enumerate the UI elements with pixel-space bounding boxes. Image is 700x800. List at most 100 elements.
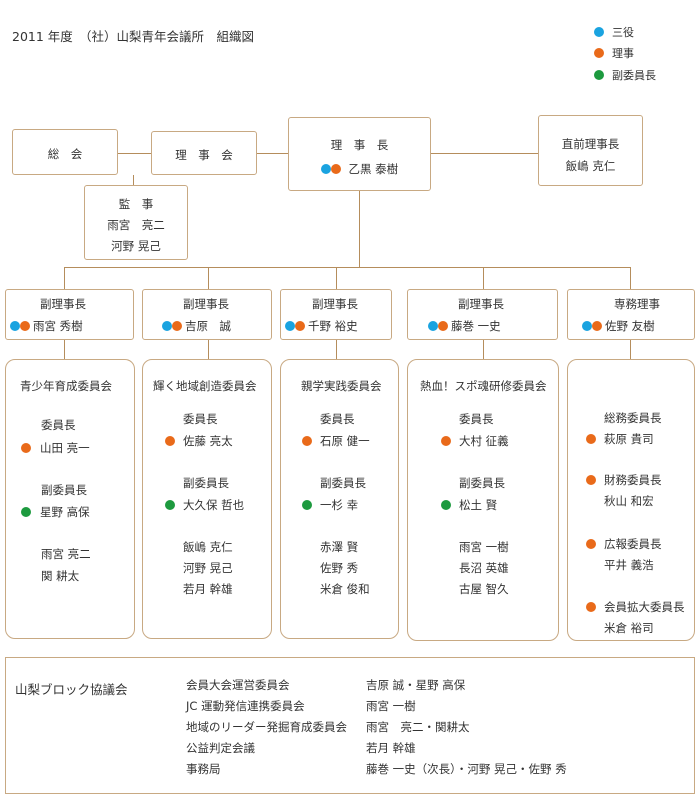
page-title: 2011 年度 （社）山梨青年会議所 組織図: [12, 29, 255, 44]
connector-line: [630, 340, 631, 359]
committee-member: 河野 晃己: [183, 561, 233, 575]
vice-label: 副委員長: [320, 476, 366, 490]
chair-name: 山田 亮一: [40, 441, 90, 455]
vp-row: 雨宮 秀樹: [10, 318, 83, 334]
committee-box: 輝く地域創造委員会 委員長 佐藤 亮太 副委員長 大久保 哲也 飯嶋 克仁 河野…: [142, 359, 272, 639]
legend-label: 理事: [612, 47, 634, 60]
vp-name: 藤巻 一史: [451, 319, 501, 333]
vp-name: 吉原 誠: [185, 319, 231, 333]
past-president-box: 直前理事長 飯嶋 克仁: [538, 115, 643, 186]
connector-line: [133, 175, 134, 185]
blue-dot-icon: [10, 321, 20, 331]
connector-line: [431, 153, 538, 154]
connector-line: [257, 153, 289, 154]
president-box: 理 事 長 乙黒 泰樹: [288, 117, 431, 191]
vp-title: 副理事長: [458, 297, 504, 311]
blue-dot-icon: [594, 27, 604, 37]
connector-line: [483, 267, 484, 289]
block-role: 公益判定会議: [186, 741, 255, 755]
president-row: 乙黒 泰樹: [289, 161, 430, 177]
block-council-box: 山梨ブロック協議会 会員大会運営委員会 吉原 誠・星野 高保 JC 運動発信連携…: [5, 657, 695, 794]
chair-name: 大村 征義: [459, 434, 509, 448]
legend-label: 三役: [612, 26, 634, 39]
block-role: JC 運動発信連携委員会: [186, 699, 305, 713]
chair-row: 石原 健一: [302, 433, 370, 449]
president-title: 理 事 長: [330, 138, 389, 152]
blue-dot-icon: [285, 321, 295, 331]
blue-dot-icon: [428, 321, 438, 331]
committee-member: 古屋 智久: [459, 582, 509, 596]
orange-dot-icon: [20, 321, 30, 331]
chair-label: 委員長: [459, 412, 494, 426]
vp-title: 副理事長: [40, 297, 86, 311]
committee-member: 雨宮 亮二: [41, 547, 91, 561]
secretariat-title: 会員拡大委員長: [604, 600, 685, 614]
orange-dot-icon: [165, 436, 175, 446]
committee-name: 親学実践委員会: [301, 379, 382, 393]
chair-name: 佐藤 亮太: [183, 434, 233, 448]
green-dot-icon: [165, 500, 175, 510]
vice-row: 松土 賢: [441, 497, 497, 513]
connector-line: [630, 267, 631, 289]
board-label: 理 事 会: [175, 148, 233, 162]
blue-dot-icon: [320, 164, 331, 174]
vice-row: 大久保 哲也: [165, 497, 244, 513]
green-dot-icon: [594, 70, 604, 80]
vp-box: 副理事長 雨宮 秀樹: [5, 289, 134, 340]
vp-row: 佐野 友樹: [582, 318, 655, 334]
blue-dot-icon: [162, 321, 172, 331]
vp-title: 副理事長: [183, 297, 229, 311]
legend-label: 副委員長: [612, 69, 656, 82]
chair-label: 委員長: [320, 412, 355, 426]
secretariat-name: 萩原 貴司: [604, 432, 654, 446]
chair-row: 山田 亮一: [21, 440, 90, 456]
past-president-name: 飯嶋 克仁: [565, 159, 616, 173]
committee-member: 佐野 秀: [320, 561, 359, 575]
auditor-name: 河野 晃己: [111, 239, 161, 253]
committee-member: 若月 幹雄: [183, 582, 233, 596]
vp-row: 藤巻 一史: [428, 318, 501, 334]
general-assembly-label: 総 会: [47, 147, 83, 161]
connector-line: [64, 340, 65, 359]
vp-title: 副理事長: [312, 297, 358, 311]
committee-member: 長沼 英雄: [459, 561, 509, 575]
orange-dot-icon: [330, 164, 341, 174]
chair-name: 石原 健一: [320, 434, 370, 448]
block-role: 地域のリーダー発掘育成委員会: [186, 720, 347, 734]
secretariat-name: 米倉 裕司: [604, 621, 654, 635]
vp-box: 副理事長 千野 裕史: [280, 289, 392, 340]
orange-dot-icon: [21, 443, 31, 453]
block-role: 事務局: [186, 762, 221, 776]
orange-dot-icon: [438, 321, 448, 331]
vp-box: 副理事長 吉原 誠: [142, 289, 272, 340]
chair-row: 大村 征義: [441, 433, 509, 449]
board-box: 理 事 会: [151, 131, 257, 175]
auditor-title: 監 事: [118, 197, 154, 211]
secretariat-row: 広報委員長: [586, 536, 662, 552]
orange-dot-icon: [594, 48, 604, 58]
secretariat-row: 萩原 貴司: [586, 431, 654, 447]
orange-dot-icon: [586, 475, 596, 485]
vice-label: 副委員長: [183, 476, 229, 490]
committee-name: 青少年育成委員会: [20, 379, 112, 393]
vp-title: 専務理事: [614, 297, 660, 311]
green-dot-icon: [21, 507, 31, 517]
orange-dot-icon: [441, 436, 451, 446]
vp-box: 専務理事 佐野 友樹: [567, 289, 695, 340]
committee-member: 飯嶋 克仁: [183, 540, 233, 554]
secretariat-title: 財務委員長: [604, 473, 662, 487]
block-council-title: 山梨ブロック協議会: [15, 682, 128, 697]
president-name: 乙黒 泰樹: [348, 162, 399, 176]
chair-label: 委員長: [183, 412, 218, 426]
committee-name: 輝く地域創造委員会: [153, 379, 257, 393]
orange-dot-icon: [586, 602, 596, 612]
orange-dot-icon: [592, 321, 602, 331]
vp-name: 千野 裕史: [308, 319, 358, 333]
connector-line: [64, 267, 630, 268]
chair-row: 佐藤 亮太: [165, 433, 233, 449]
secretariat-row: 会員拡大委員長: [586, 599, 685, 615]
orange-dot-icon: [586, 434, 596, 444]
connector-line: [118, 153, 151, 154]
connector-line: [208, 340, 209, 359]
committee-box: 熱血！スポ魂研修委員会 委員長 大村 征義 副委員長 松土 賢 雨宮 一樹 長沼…: [407, 359, 559, 641]
